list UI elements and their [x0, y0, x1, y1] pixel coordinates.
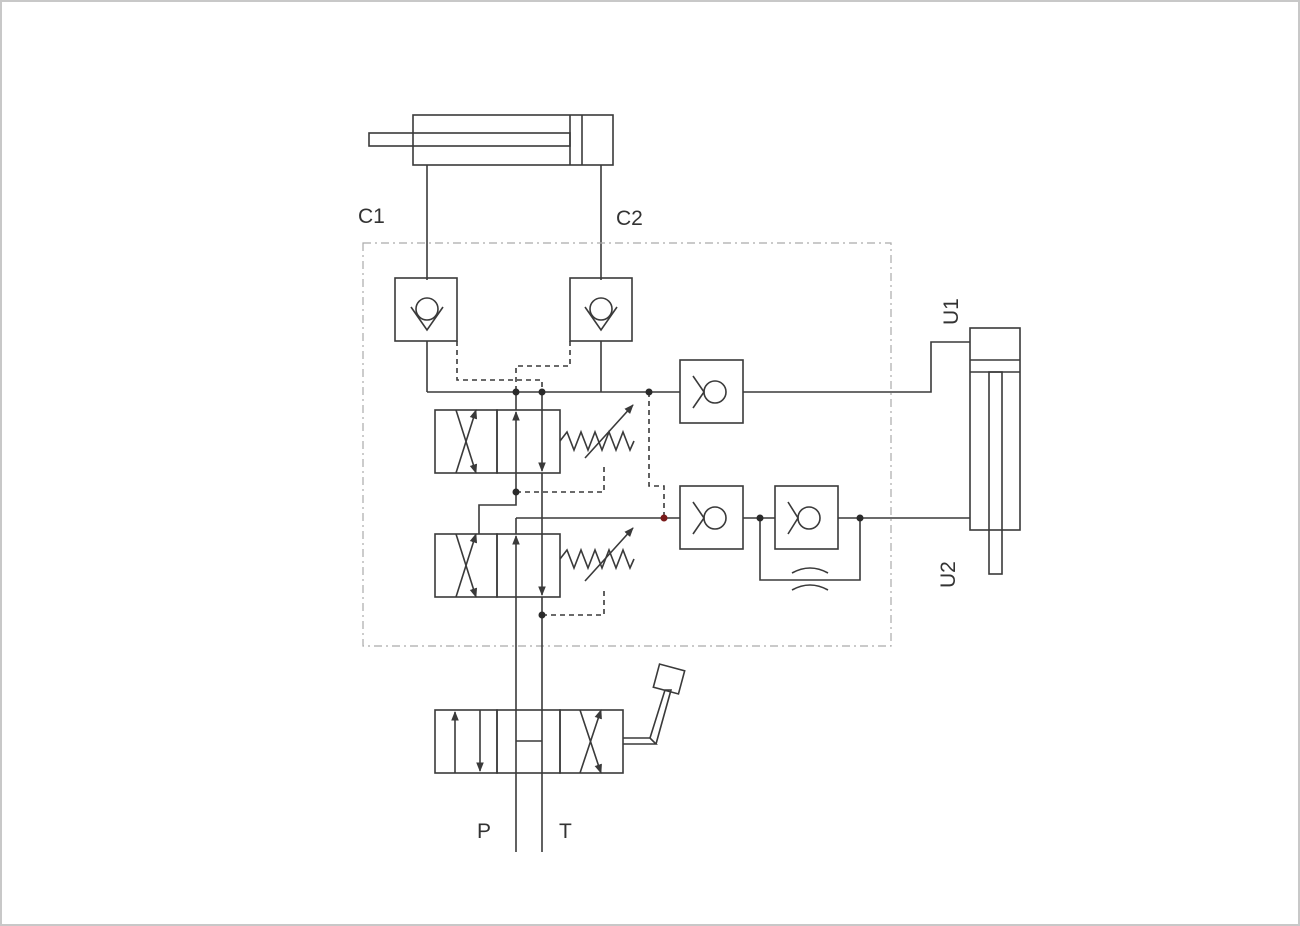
throttle-bypass [759, 518, 861, 591]
line-to-u1 [743, 341, 970, 393]
check-valve-u2-a [679, 485, 744, 550]
pilot-lines-counterbalance [516, 392, 665, 616]
pilot-lines-check [456, 341, 571, 392]
label-u2: U2 [937, 561, 960, 588]
check-valve-u2-b [774, 485, 839, 550]
directional-valve-manual [434, 663, 686, 774]
counterbalance-valve-upper [434, 404, 635, 474]
label-p: P [477, 820, 491, 843]
cylinder-right [969, 327, 1021, 575]
check-valve-u1 [679, 359, 744, 424]
junction-dots [512, 388, 864, 619]
counterbalance-valve-lower [434, 527, 635, 598]
label-t: T [559, 820, 572, 843]
label-c1: C1 [358, 205, 385, 228]
label-c2: C2 [616, 207, 643, 230]
cylinder-top [368, 114, 614, 166]
port-lines-c1-c2 [426, 165, 602, 280]
label-u1: U1 [940, 298, 963, 325]
manifold-boundary [362, 242, 892, 647]
check-valve-c1 [394, 277, 458, 392]
vertical-main-lines [478, 392, 543, 852]
check-valve-c2 [569, 277, 633, 392]
